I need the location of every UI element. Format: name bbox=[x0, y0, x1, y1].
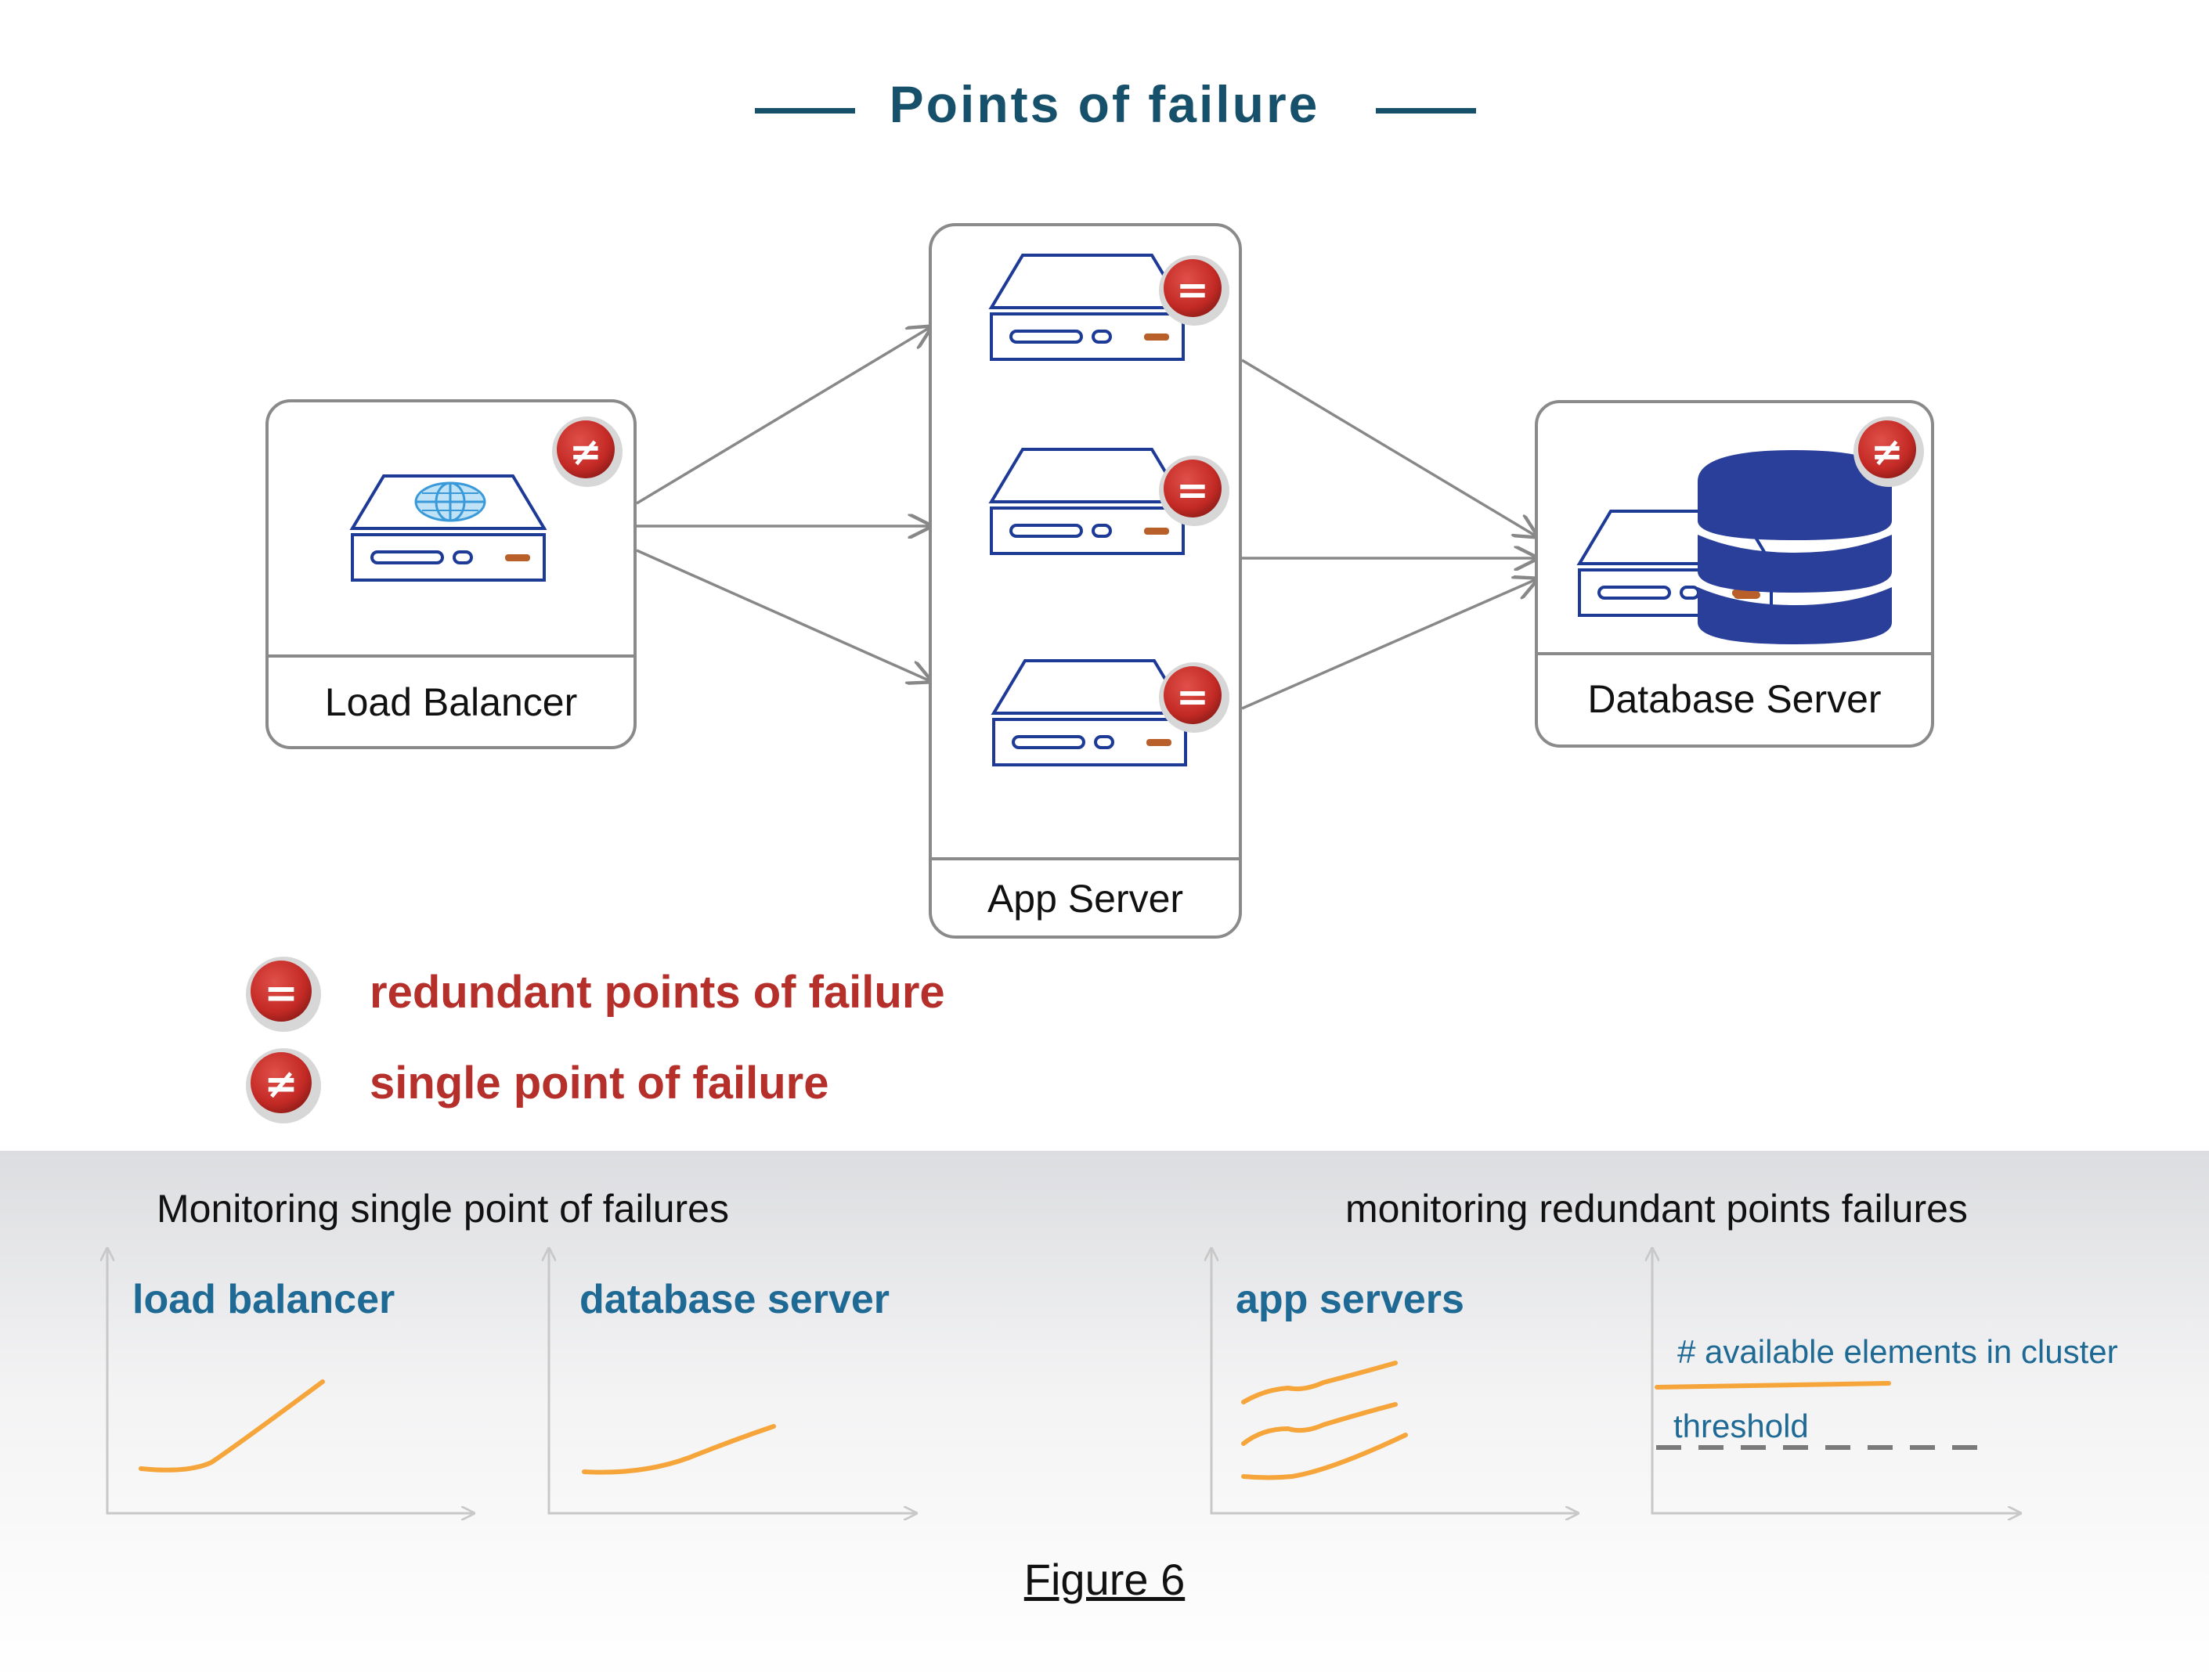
database-icon bbox=[1698, 450, 1892, 644]
svg-text:≠: ≠ bbox=[1871, 429, 1904, 474]
figure-caption: Figure 6 bbox=[1023, 1555, 1186, 1604]
app-server-label: App Server bbox=[987, 877, 1184, 921]
load-balancer-node bbox=[265, 399, 637, 749]
page-title: Points of failure bbox=[889, 75, 1320, 133]
single-monitoring-heading: Monitoring single point of failures bbox=[157, 1187, 729, 1231]
mini-chart-axes bbox=[107, 1249, 2020, 1513]
chart-title-database-server: database server bbox=[579, 1277, 890, 1322]
single-failure-badge-load-balancer: ≠ bbox=[552, 416, 623, 487]
legend-redundant-badge: = bbox=[246, 957, 321, 1032]
svg-text:=: = bbox=[1176, 674, 1209, 719]
app-server-trend-3 bbox=[1241, 1433, 1408, 1480]
load-balancer-label: Load Balancer bbox=[324, 680, 578, 724]
svg-text:=: = bbox=[1176, 267, 1209, 312]
badges: ≠ ≠ = = = = ≠ bbox=[246, 255, 1924, 1123]
app-server-trend-1 bbox=[1241, 1361, 1398, 1404]
available-elements-line bbox=[1655, 1381, 1891, 1390]
globe-icon bbox=[414, 481, 486, 522]
database-server-node bbox=[1535, 400, 1934, 748]
app-server-trend-2 bbox=[1241, 1402, 1398, 1446]
redundant-failure-badge-app-1: = bbox=[1159, 255, 1229, 326]
svg-text:=: = bbox=[1176, 467, 1209, 513]
title-rules bbox=[755, 108, 1476, 114]
single-failure-badge-database: ≠ bbox=[1853, 416, 1924, 487]
connection-arrows bbox=[636, 327, 1536, 710]
legend-single-badge: ≠ bbox=[246, 1048, 321, 1123]
chart-title-app-servers: app servers bbox=[1236, 1277, 1464, 1322]
database-server-trend bbox=[582, 1424, 776, 1475]
chart-title-load-balancer: load balancer bbox=[132, 1277, 395, 1322]
legend-redundant-label: redundant points of failure bbox=[370, 967, 945, 1018]
svg-text:≠: ≠ bbox=[569, 429, 602, 474]
redundant-monitoring-heading: monitoring redundant points failures bbox=[1345, 1187, 1968, 1231]
mini-chart-lines bbox=[139, 1361, 1891, 1480]
redundant-failure-badge-app-2: = bbox=[1159, 456, 1229, 526]
app-server-node bbox=[929, 223, 1242, 939]
threshold-label: threshold bbox=[1673, 1408, 1809, 1444]
svg-text:≠: ≠ bbox=[264, 1061, 298, 1108]
legend-single-label: single point of failure bbox=[370, 1058, 829, 1109]
svg-text:=: = bbox=[264, 970, 298, 1017]
available-elements-label: # available elements in cluster bbox=[1677, 1333, 2118, 1370]
redundant-failure-badge-app-3: = bbox=[1159, 662, 1229, 733]
load-balancer-trend bbox=[139, 1379, 325, 1473]
database-server-label: Database Server bbox=[1587, 677, 1882, 721]
